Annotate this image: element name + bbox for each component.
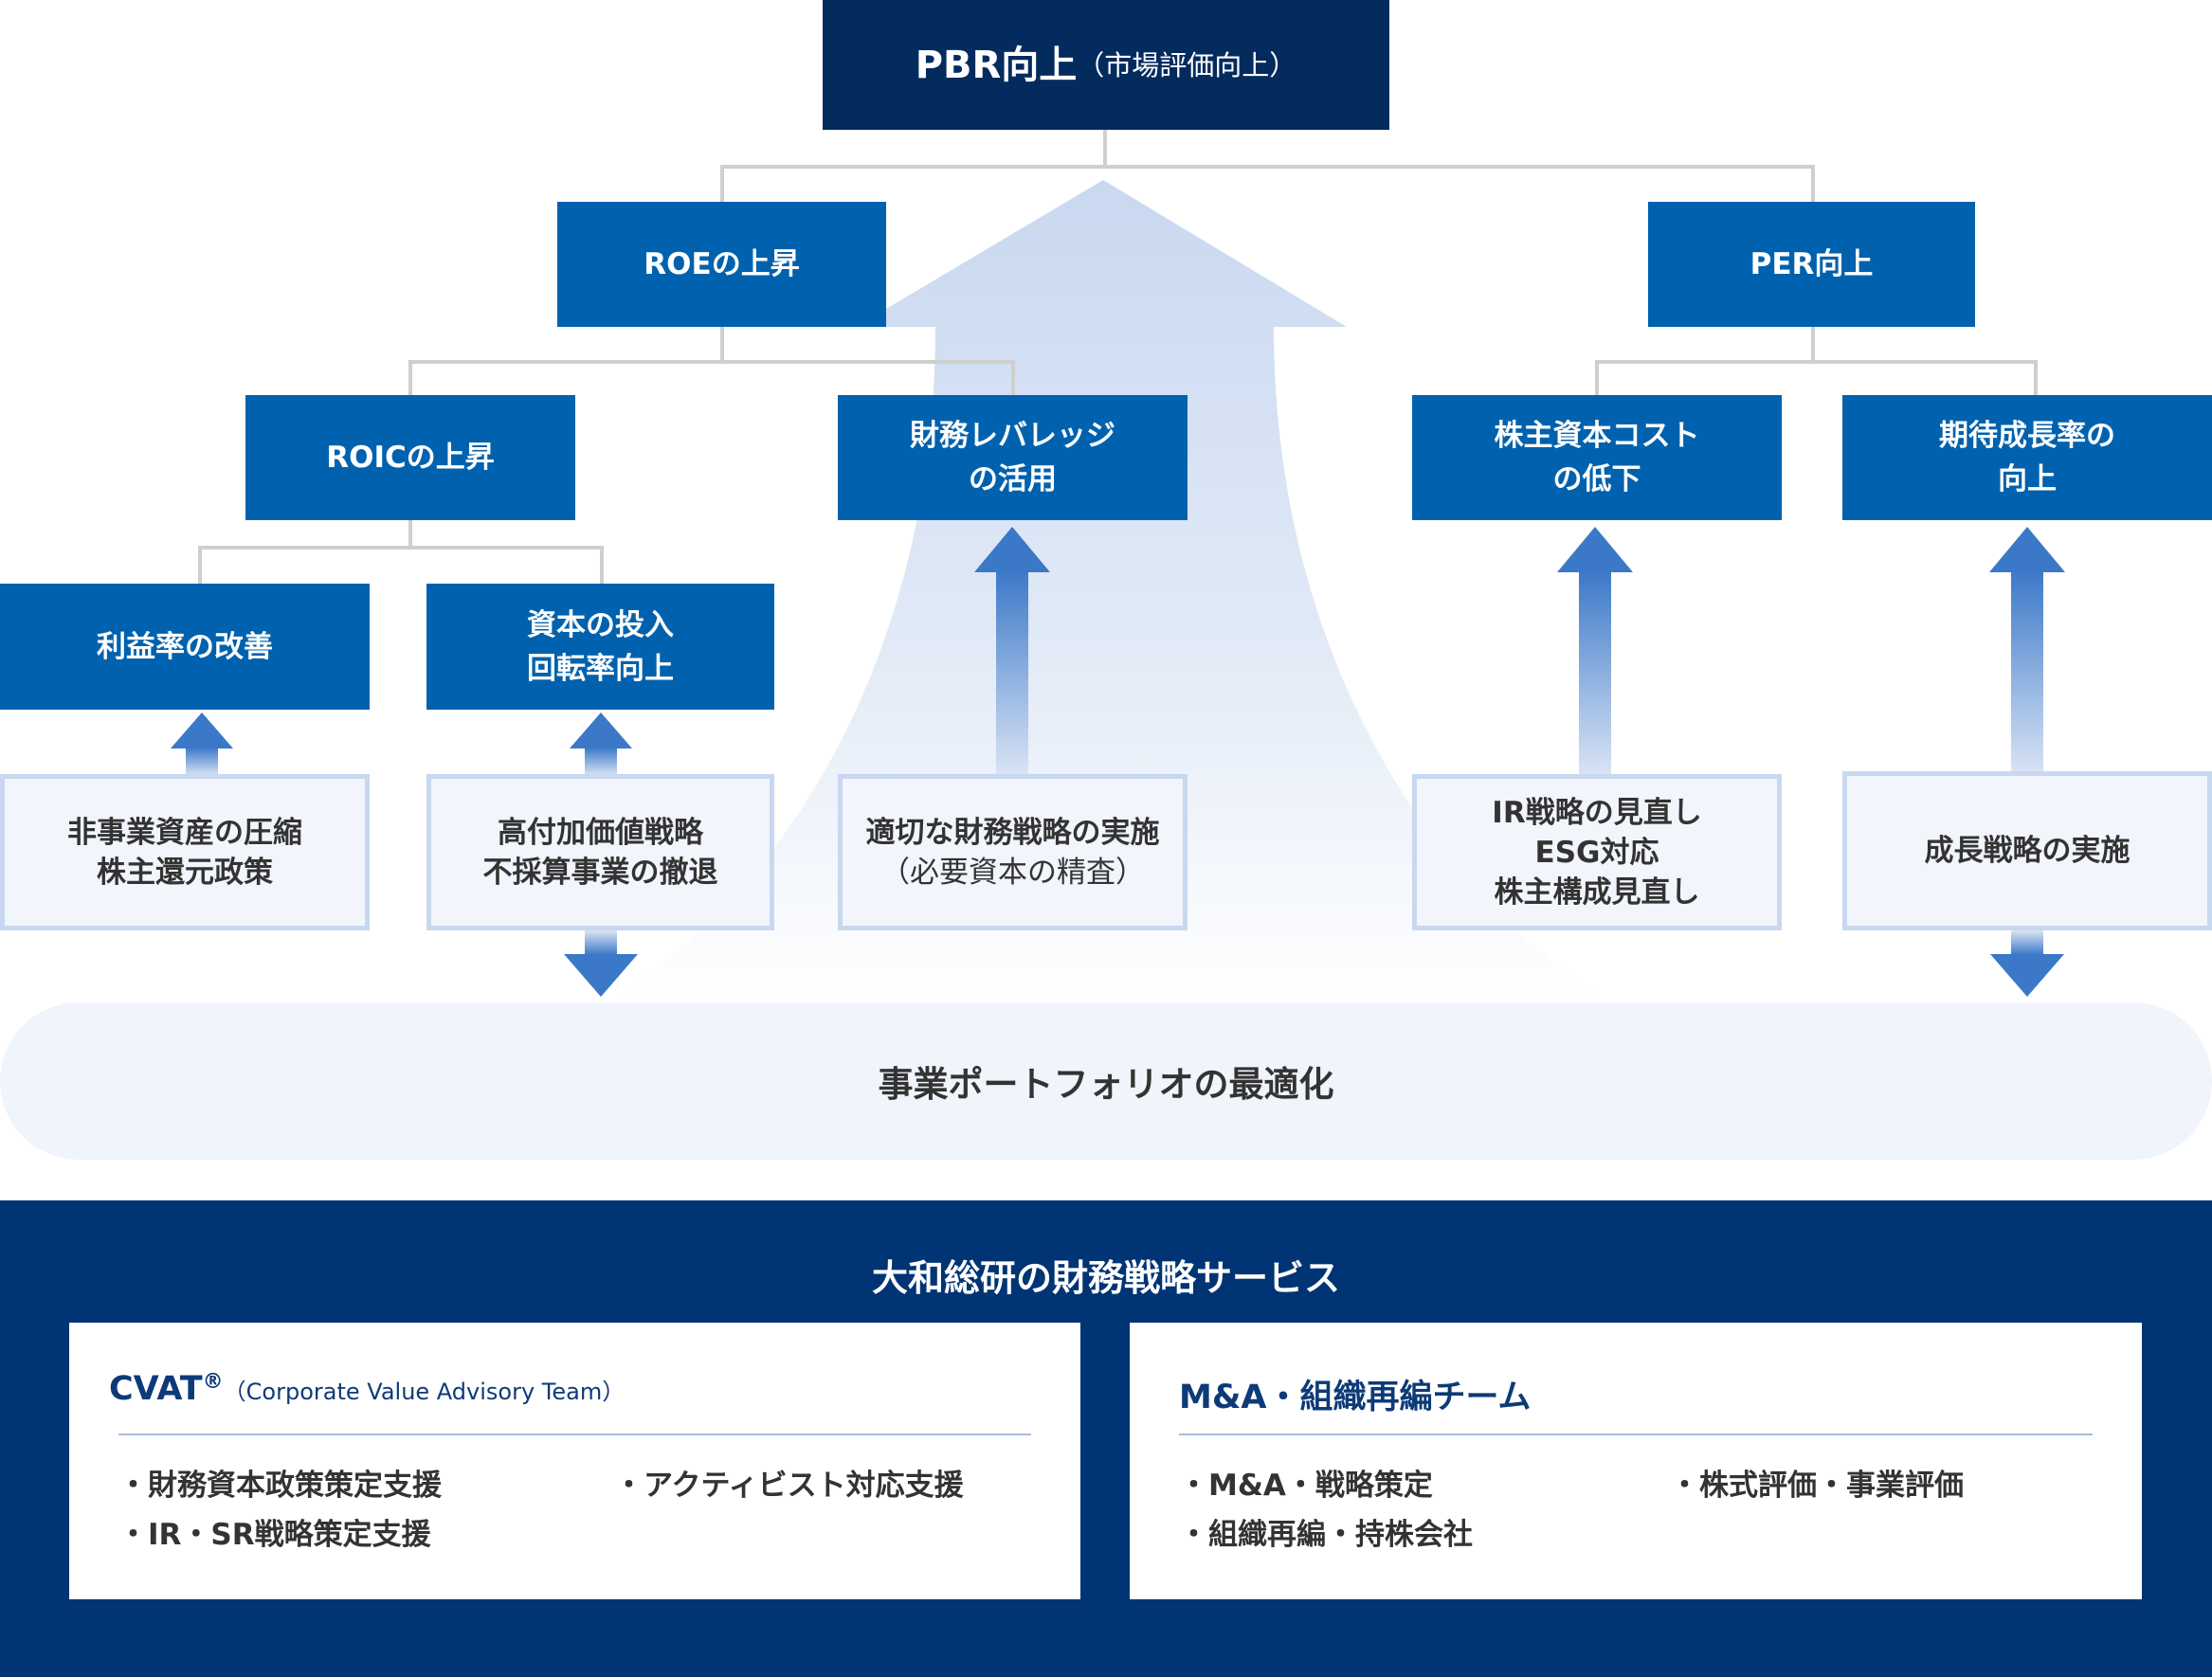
service-item: ・アクティビスト対応支援 xyxy=(614,1469,964,1503)
growth-rate-box: 期待成長率の 向上 xyxy=(1842,395,2212,520)
measure-label: 適切な財務戦略の実施 xyxy=(865,815,1160,850)
service-item: ・M&A・戦略策定 xyxy=(1179,1469,1433,1503)
measure-box: 非事業資産の圧縮 株主還元政策 xyxy=(0,774,370,930)
connector xyxy=(198,546,604,550)
service-card-cvat: CVAT®（Corporate Value Advisory Team） ・財務… xyxy=(69,1323,1080,1599)
leverage-box: 財務レバレッジ の活用 xyxy=(838,395,1188,520)
connector xyxy=(720,165,724,203)
connector xyxy=(2034,360,2038,396)
pbr-box: PBR向上（市場評価向上） xyxy=(823,0,1389,130)
service-item: ・株式評価・事業評価 xyxy=(1670,1469,1964,1503)
measure-note: （必要資本の精査） xyxy=(880,855,1145,890)
connector xyxy=(408,360,412,396)
connector xyxy=(720,327,724,363)
connector xyxy=(720,165,1815,169)
measure-box: IR戦略の見直し ESG対応 株主構成見直し xyxy=(1412,774,1782,930)
roic-box: ROICの上昇 xyxy=(245,395,575,520)
service-item: ・財務資本政策策定支援 xyxy=(118,1469,442,1503)
divider xyxy=(118,1434,1031,1435)
services-title: 大和総研の財務戦略サービス xyxy=(871,1257,1340,1299)
portfolio-label: 事業ポートフォリオの最適化 xyxy=(878,1064,1334,1105)
connector xyxy=(1011,360,1015,396)
registered-mark: ® xyxy=(202,1370,224,1394)
card-subtitle: （Corporate Value Advisory Team） xyxy=(223,1379,626,1405)
connector xyxy=(408,520,412,549)
cost-of-equity-box: 株主資本コスト の低下 xyxy=(1412,395,1782,520)
roe-box: ROEの上昇 xyxy=(557,202,886,327)
service-item: ・IR・SR戦略策定支援 xyxy=(118,1518,431,1552)
card-title: M&A・組織再編チーム xyxy=(1179,1379,1532,1416)
card-title-text: CVAT xyxy=(109,1370,203,1408)
connector xyxy=(408,360,1015,364)
measure-box: 適切な財務戦略の実施 （必要資本の精査） xyxy=(838,774,1188,930)
divider xyxy=(1179,1434,2093,1435)
measure-box: 成長戦略の実施 xyxy=(1842,771,2212,930)
connector xyxy=(1811,165,1815,203)
service-item: ・組織再編・持株会社 xyxy=(1179,1518,1473,1552)
connector xyxy=(1103,130,1107,169)
measure-box: 高付加価値戦略 不採算事業の撤退 xyxy=(426,774,774,930)
pbr-title: PBR向上 xyxy=(915,43,1078,87)
capital-turnover-box: 資本の投入 回転率向上 xyxy=(426,584,774,710)
card-title: CVAT®（Corporate Value Advisory Team） xyxy=(109,1370,625,1408)
margin-box: 利益率の改善 xyxy=(0,584,370,710)
connector xyxy=(1811,327,1815,363)
per-box: PER向上 xyxy=(1648,202,1975,327)
connector xyxy=(600,546,604,585)
connector xyxy=(198,546,202,585)
connector xyxy=(1595,360,2038,364)
service-card-ma: M&A・組織再編チーム ・M&A・戦略策定 ・株式評価・事業評価 ・組織再編・持… xyxy=(1130,1323,2142,1599)
portfolio-optimization: 事業ポートフォリオの最適化 xyxy=(0,1002,2212,1160)
connector xyxy=(1595,360,1599,396)
pbr-subtitle: （市場評価向上） xyxy=(1077,48,1297,81)
